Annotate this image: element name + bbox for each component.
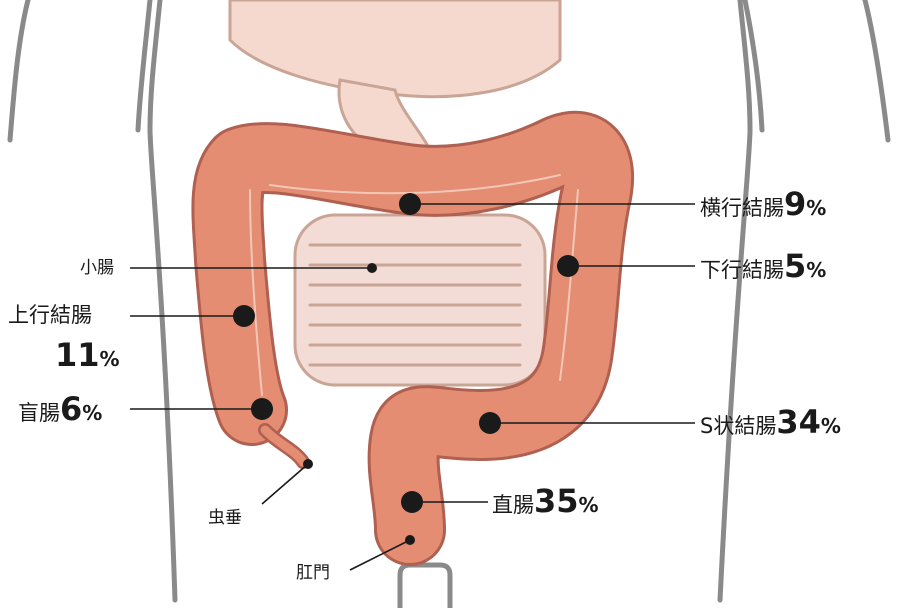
ascending-colon-unit: % <box>100 347 120 371</box>
label-transverse-colon: 横行結腸9% <box>700 188 826 220</box>
descending-colon-name: 下行結腸 <box>700 258 784 282</box>
transverse-colon-unit: % <box>806 196 826 220</box>
label-appendix: 虫垂 <box>208 510 242 527</box>
descending-colon-unit: % <box>806 258 826 282</box>
transverse-colon-percent: 9 <box>784 185 806 223</box>
small-intestine-name: 小腸 <box>80 258 114 278</box>
anus-name: 肛門 <box>296 563 330 583</box>
rectum-percent: 35 <box>534 482 579 520</box>
rectum-unit: % <box>579 493 599 517</box>
cecum-name: 盲腸 <box>18 401 60 425</box>
cecum-unit: % <box>82 401 102 425</box>
sigmoid-colon-name: S状結腸 <box>700 414 776 438</box>
label-ascending-colon-percent: 11% <box>55 339 120 371</box>
label-ascending-colon: 上行結腸 <box>8 305 92 326</box>
label-descending-colon: 下行結腸5% <box>700 250 826 282</box>
appendix-name: 虫垂 <box>208 508 242 528</box>
label-sigmoid-colon: S状結腸34% <box>700 406 841 438</box>
transverse-colon-name: 横行結腸 <box>700 196 784 220</box>
label-small-intestine: 小腸 <box>80 260 114 277</box>
descending-colon-percent: 5 <box>784 247 806 285</box>
ascending-colon-name: 上行結腸 <box>8 303 92 327</box>
rectum-name: 直腸 <box>492 493 534 517</box>
label-rectum: 直腸35% <box>492 485 599 517</box>
label-anus: 肛門 <box>296 565 330 582</box>
ascending-colon-percent: 11 <box>55 336 100 374</box>
cecum-percent: 6 <box>60 390 82 428</box>
sigmoid-colon-percent: 34 <box>776 403 821 441</box>
sigmoid-colon-unit: % <box>821 414 841 438</box>
label-cecum: 盲腸6% <box>18 393 102 425</box>
small-intestine-shape <box>295 215 545 385</box>
